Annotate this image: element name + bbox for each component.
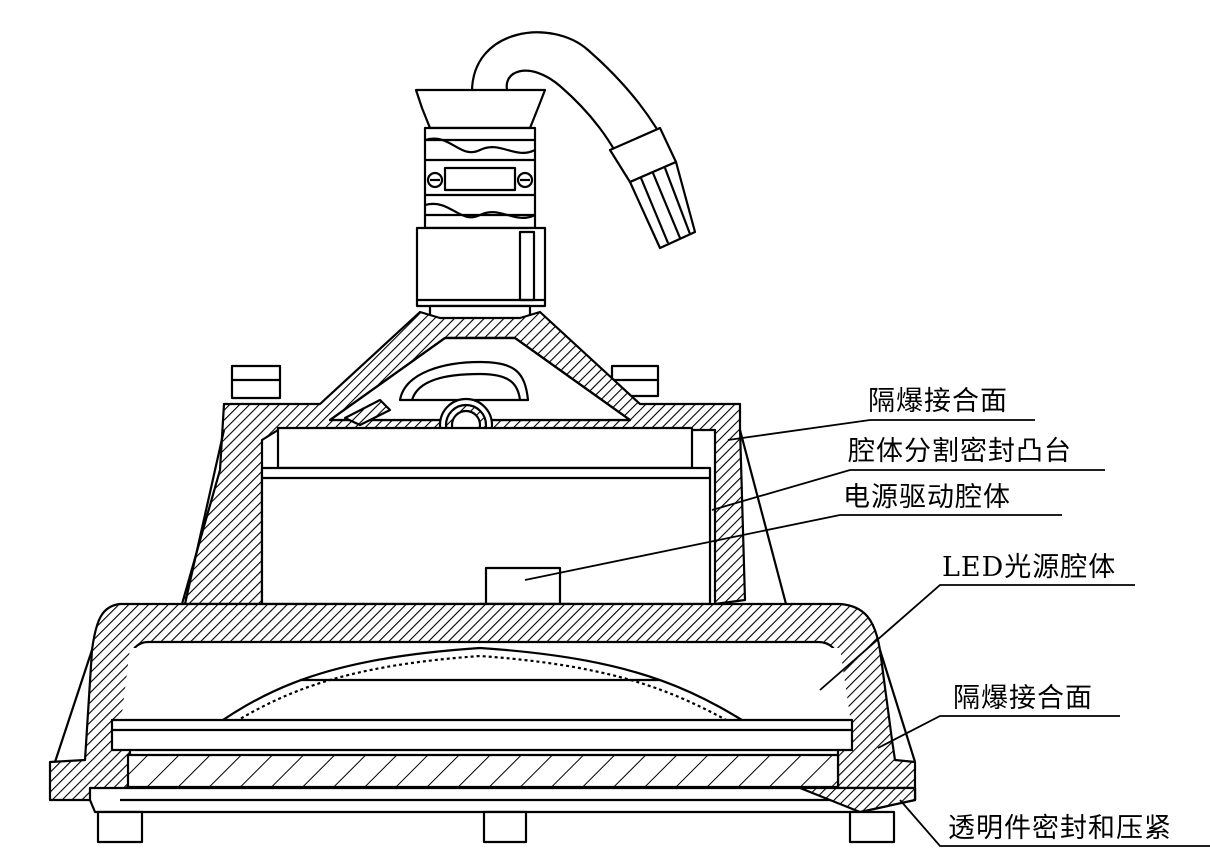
transparent-lens [126, 753, 840, 789]
label-flameproof-joint-top: 隔爆接合面 [868, 386, 1008, 417]
leader-lens-seal [899, 799, 1210, 847]
label-led-chamber: LED光源腔体 [942, 552, 1117, 583]
cable [470, 31, 697, 250]
bolt-top-left [230, 364, 282, 400]
label-chamber-divider-boss: 腔体分割密封凸台 [848, 436, 1072, 467]
leader-divider-boss [711, 469, 1105, 511]
label-driver-chamber: 电源驱动腔体 [843, 482, 1011, 513]
label-lens-seal: 透明件密封和压紧 [948, 813, 1172, 844]
cable-gland [414, 88, 547, 352]
driver-cap [343, 360, 530, 453]
led-chamber [110, 646, 854, 752]
leader-driver-chamber [524, 514, 1062, 581]
leader-led-chamber [819, 584, 1135, 691]
leader-flameproof-top [727, 419, 1035, 441]
label-flameproof-joint-bottom: 隔爆接合面 [953, 683, 1093, 714]
bolt-bottom-right [848, 810, 896, 844]
bolt-bottom-left [96, 810, 144, 844]
bolt-bottom-center [482, 810, 528, 844]
leader-lines [524, 419, 1210, 847]
lower-housing-shell [48, 602, 917, 802]
leader-flameproof-bottom [877, 715, 1120, 749]
driver-chamber-box [260, 426, 712, 606]
